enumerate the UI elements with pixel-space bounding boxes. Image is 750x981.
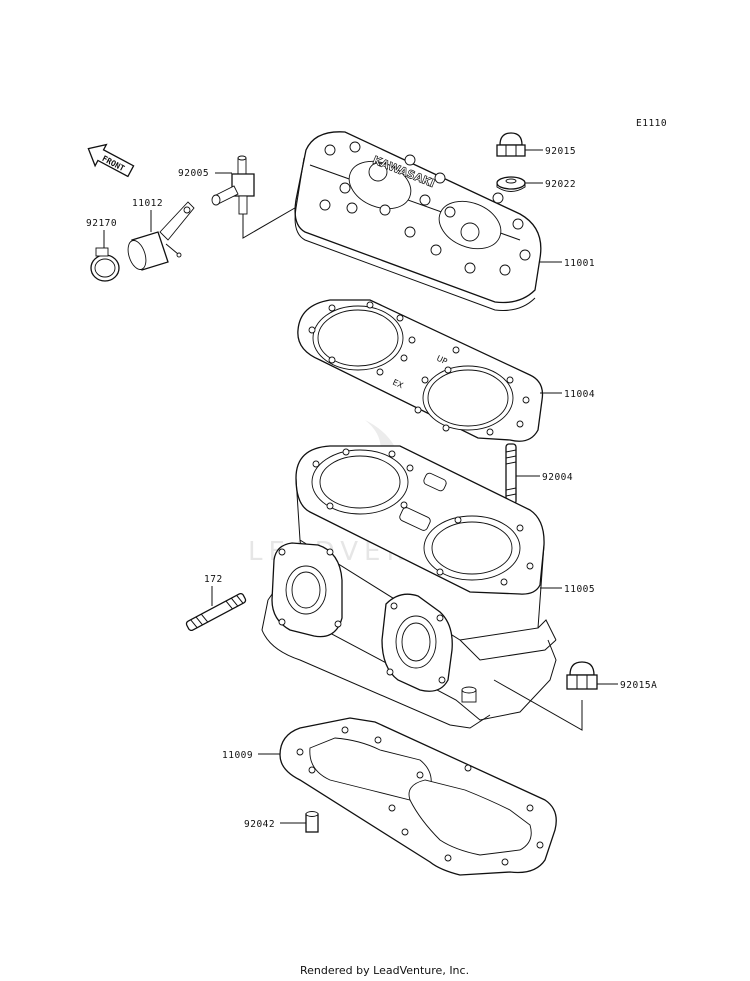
footer-credit: Rendered by LeadVenture, Inc.: [300, 964, 469, 977]
washer-92022: [496, 176, 526, 192]
cap-nut-92015: [496, 132, 526, 157]
label-92015: 92015: [545, 146, 576, 157]
diagram-code: E1110: [636, 118, 667, 129]
front-arrow-icon: FRONT: [87, 143, 135, 178]
label-11012: 11012: [132, 198, 163, 209]
cap-nut-92015A: [566, 661, 598, 690]
base-gasket-11009: [279, 717, 557, 876]
thermostat-11012: [127, 201, 195, 271]
label-172: 172: [204, 574, 223, 585]
label-11004: 11004: [564, 389, 595, 400]
cylinder-head-11001: KAWASAKI: [294, 131, 542, 311]
stud-92004: [505, 443, 517, 505]
gasket-up-mark: UP: [435, 354, 449, 367]
stud-172: [185, 592, 247, 632]
label-92022: 92022: [545, 179, 576, 190]
label-11001: 11001: [564, 258, 595, 269]
label-11005: 11005: [564, 584, 595, 595]
label-92042: 92042: [244, 819, 275, 830]
head-gasket-11004: UP EX: [297, 299, 544, 442]
label-92170: 92170: [86, 218, 117, 229]
gasket-ex-mark: EX: [391, 378, 405, 391]
label-92005: 92005: [178, 168, 209, 179]
clamp-92170: [90, 247, 120, 282]
dowel-pin-92042: [305, 811, 319, 833]
label-11009: 11009: [222, 750, 253, 761]
cylinder-block-11005: [261, 445, 557, 729]
label-92004: 92004: [542, 472, 573, 483]
label-92015A: 92015A: [620, 680, 657, 691]
fitting-92005: [211, 155, 255, 215]
